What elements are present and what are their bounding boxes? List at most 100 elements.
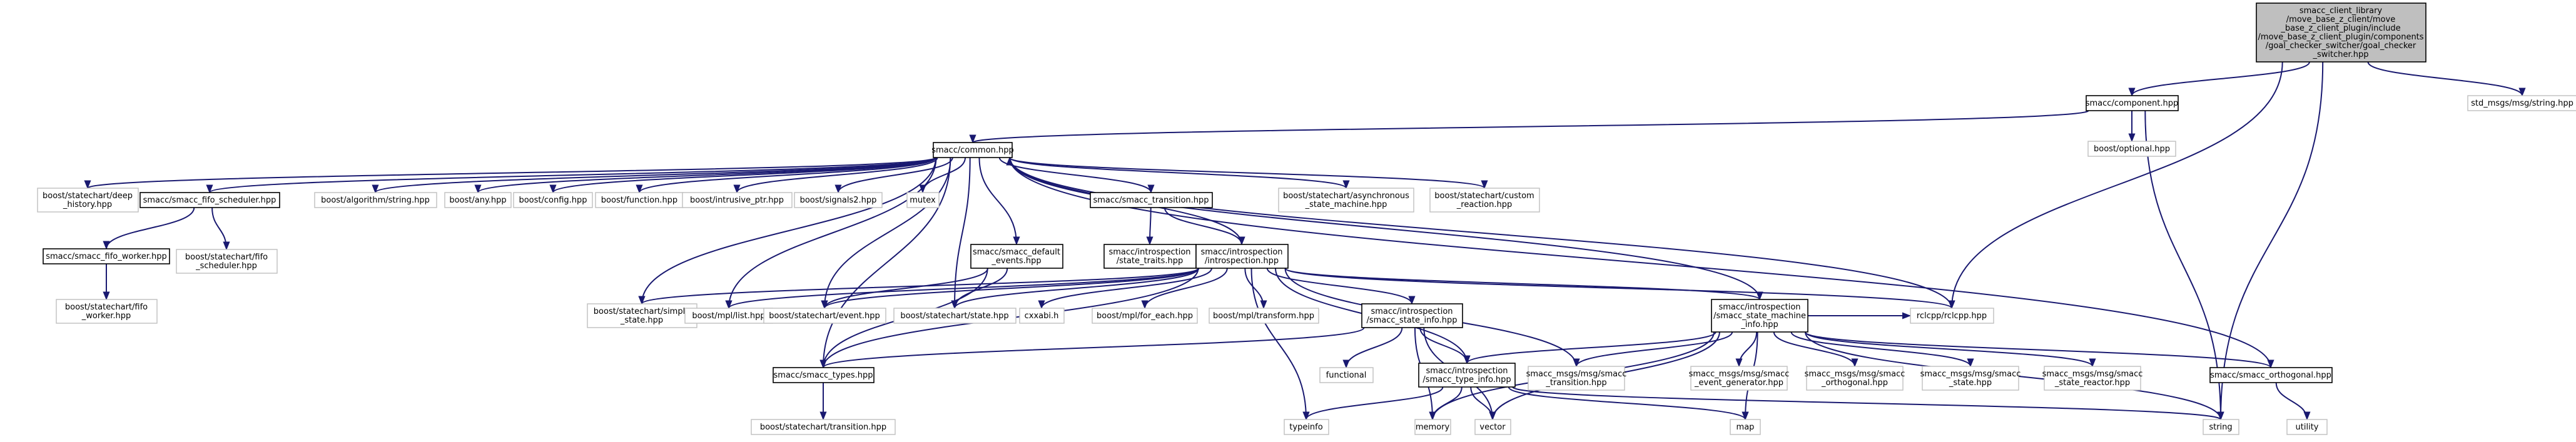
node-label-line: _events.hpp <box>991 256 1041 266</box>
node-label-line: boost/intrusive_ptr.hpp <box>690 196 784 205</box>
node-label-line: _orthogonal.hpp <box>1821 378 1888 388</box>
node-label-line: smacc_msgs/msg/smacc <box>2042 369 2143 379</box>
node-default-events[interactable]: smacc/smacc_default_events.hpp <box>970 244 1063 269</box>
node-msg-event-gen: smacc_msgs/msg/smacc_event_generator.hpp <box>1689 366 1789 391</box>
node-label-line: boost/mpl/for_each.hpp <box>1097 311 1193 321</box>
edge-smacc-orthogonal-to-common <box>1006 156 2271 368</box>
node-fifo-scheduler[interactable]: smacc/smacc_fifo_scheduler.hpp <box>139 192 280 208</box>
node-box <box>906 192 940 208</box>
node-label-line: boost/statechart/event.hpp <box>769 311 880 321</box>
node-boost-config: boost/config.hpp <box>513 192 593 208</box>
node-label-line: boost/signals2.hpp <box>800 196 877 205</box>
edge-common-to-custom-reaction <box>1009 157 1488 189</box>
node-label-line: _worker.hpp <box>81 311 131 321</box>
node-label-line: boost/statechart/transition.hpp <box>760 423 886 432</box>
node-label-line: mutex <box>910 196 936 205</box>
node-mpl-transform: boost/mpl/transform.hpp <box>1209 308 1319 324</box>
node-label-line: _scheduler.hpp <box>195 261 257 271</box>
node-label-line: _info.hpp <box>1740 320 1778 329</box>
node-label-line: _transition.hpp <box>1545 378 1606 388</box>
node-custom-reaction: boost/statechart/custom_reaction.hpp <box>1429 188 1540 213</box>
node-vector: vector <box>1474 419 1511 435</box>
node-label-line: _history.hpp <box>63 200 112 209</box>
node-label-line: smacc/introspection <box>1718 303 1800 312</box>
edge-introspection-to-sc-state <box>951 268 1200 309</box>
edge-sm-info-to-smacc-orthogonal <box>1805 331 2274 369</box>
node-label-line: _event_generator.hpp <box>1694 378 1783 388</box>
edge-smacc-orthogonal-to-utility <box>2275 382 2311 421</box>
node-smacc-types[interactable]: smacc/smacc_types.hpp <box>773 367 875 383</box>
node-box <box>1019 308 1065 324</box>
node-box <box>1090 192 1213 208</box>
node-label-line: boost/statechart/fifo <box>65 303 148 312</box>
node-label-line: map <box>1737 423 1755 432</box>
edge-component-to-common <box>970 110 2089 144</box>
edge-introspection-to-mpl-for-each <box>1141 268 1228 309</box>
node-common[interactable]: smacc/common.hpp <box>931 142 1014 158</box>
node-label-line: typeinfo <box>1289 423 1322 432</box>
node-label-line: /move_base_z_client/move <box>2286 15 2395 24</box>
node-smacc-orthogonal[interactable]: smacc/smacc_orthogonal.hpp <box>2209 367 2333 383</box>
node-boost-function: boost/function.hpp <box>595 192 684 208</box>
node-type-info[interactable]: smacc/introspection/smacc_type_info.hpp <box>1418 363 1516 388</box>
edge-fifo-scheduler-to-sc-fifo-scheduler <box>211 207 230 251</box>
node-box <box>763 308 886 324</box>
node-label-line: smacc/smacc_fifo_scheduler.hpp <box>143 196 276 205</box>
node-label-line: _state_machine.hpp <box>1305 200 1387 209</box>
node-box <box>1806 366 1904 391</box>
edge-common-to-mutex <box>919 157 966 194</box>
node-memory: memory <box>1414 419 1451 435</box>
node-label-line: boost/statechart/deep <box>43 191 133 201</box>
node-box <box>1690 366 1788 391</box>
node-algorithm-string: boost/algorithm/string.hpp <box>314 192 437 208</box>
node-state-info[interactable]: smacc/introspection/smacc_state_info.hpp <box>1361 303 1463 328</box>
node-box <box>1528 366 1625 391</box>
node-component[interactable]: smacc/component.hpp <box>2086 95 2179 111</box>
edge-smacc-transition-to-state-traits <box>1146 207 1154 246</box>
dependency-nodes: smacc_client_library/move_base_z_client/… <box>37 3 2576 435</box>
node-label-line: functional <box>1326 371 1367 380</box>
node-introspection[interactable]: smacc/introspection/introspection.hpp <box>1195 244 1289 269</box>
node-label-line: boost/statechart/custom <box>1434 191 1534 201</box>
edge-sm-info-to-msg-state <box>1790 331 1974 368</box>
node-state-traits[interactable]: smacc/introspection/state_traits.hpp <box>1103 244 1197 269</box>
node-box <box>2286 419 2328 435</box>
edge-type-info-to-map <box>1508 386 1749 421</box>
node-sc-fifo-scheduler: boost/statechart/fifo_scheduler.hpp <box>176 249 278 274</box>
edge-common-to-default-events <box>978 157 1020 246</box>
node-label-line: smacc_client_library <box>2300 6 2383 16</box>
node-label-line: _switcher.hpp <box>2312 50 2368 59</box>
node-sm-info[interactable]: smacc/introspection/smacc_state_machine_… <box>1711 299 1808 333</box>
node-label-line: smacc/smacc_types.hpp <box>774 371 873 380</box>
node-box <box>2256 3 2426 63</box>
node-fifo-worker[interactable]: smacc/smacc_fifo_worker.hpp <box>43 248 170 264</box>
node-root[interactable]: smacc_client_library/move_base_z_client/… <box>2256 3 2426 63</box>
node-box <box>1209 308 1319 324</box>
edge-introspection-to-cxxabi <box>1038 268 1212 309</box>
node-box <box>37 188 139 213</box>
node-box <box>1429 188 1540 213</box>
edge-introspection-to-typeinfo <box>1250 268 1310 421</box>
node-label-line: smacc_msgs/msg/smacc <box>1805 369 1905 379</box>
node-signals2: boost/signals2.hpp <box>794 192 883 208</box>
node-box <box>1195 244 1289 269</box>
edge-introspection-to-sc-event <box>821 268 1199 309</box>
edge-common-to-boost-function <box>636 157 936 194</box>
edge-common-to-deep-history <box>84 157 936 189</box>
node-label-line: smacc/component.hpp <box>2086 99 2179 108</box>
edge-sm-info-to-msg-event-gen <box>1735 331 1758 368</box>
edge-common-to-fifo-scheduler <box>206 157 936 194</box>
node-label-line: smacc/introspection <box>1426 366 1508 376</box>
edge-common-to-rclcpp <box>1009 157 1955 309</box>
node-smacc-transition[interactable]: smacc/smacc_transition.hpp <box>1090 192 1213 208</box>
node-box <box>595 192 684 208</box>
node-box <box>2087 141 2176 157</box>
edge-introspection-to-simple-state <box>638 268 1199 305</box>
node-box <box>1922 366 2019 391</box>
edge-common-to-mpl-list <box>725 157 937 309</box>
node-box <box>933 142 1013 158</box>
node-box <box>751 419 896 435</box>
node-label-line: _state_reactor.hpp <box>2054 378 2130 388</box>
edge-common-to-simple-state <box>638 157 936 305</box>
